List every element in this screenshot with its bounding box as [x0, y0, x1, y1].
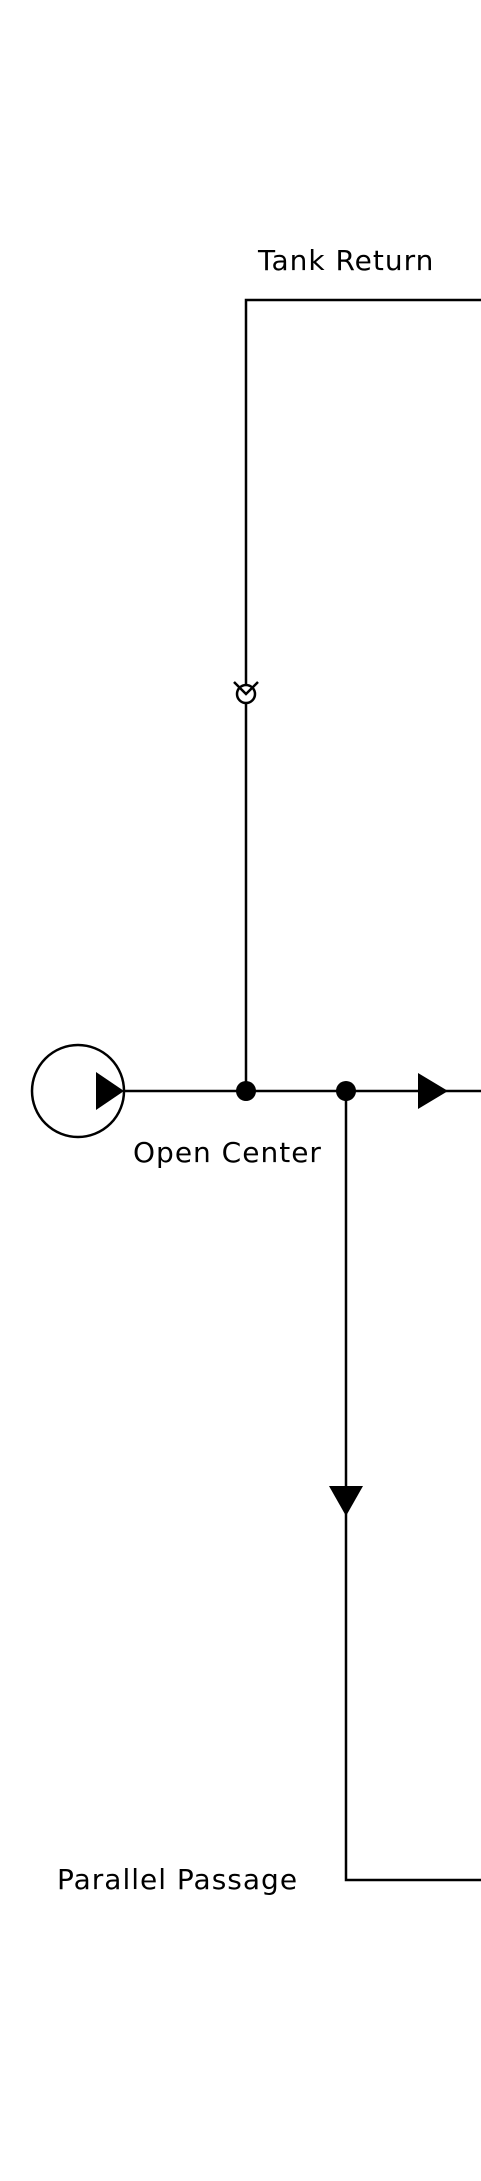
pump-icon	[30, 1043, 126, 1139]
flow-arrow-icon	[418, 1073, 448, 1109]
parallel-passage-line	[344, 1091, 481, 1882]
open-center-label: Open Center	[133, 1136, 322, 1169]
check-valve-icon	[233, 681, 259, 705]
junction-dot-icon	[236, 1081, 256, 1101]
tank-return-line	[244, 298, 481, 1091]
flow-arrow-icon	[329, 1486, 363, 1516]
parallel-passage-label: Parallel Passage	[57, 1863, 298, 1896]
tank-return-label: Tank Return	[257, 244, 434, 277]
